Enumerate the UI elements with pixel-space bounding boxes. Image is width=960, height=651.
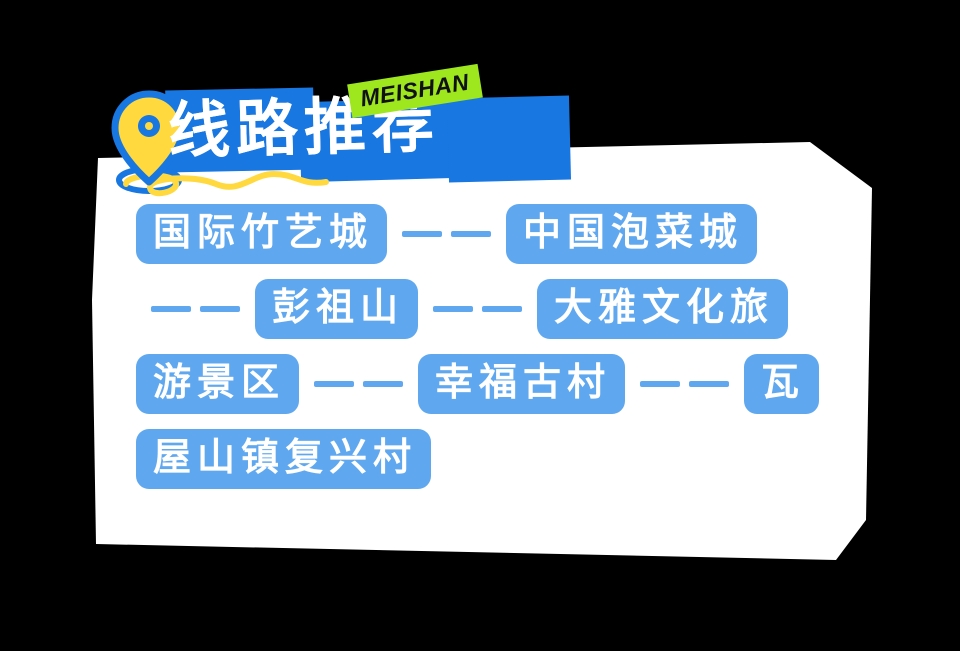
connector-dash — [482, 305, 523, 312]
route-stop-pill[interactable]: 大雅文化旅 — [537, 278, 789, 339]
route-stop-pill[interactable]: 屋山镇复兴村 — [136, 428, 432, 489]
connector-dash — [433, 305, 474, 312]
route-stop-pill[interactable]: 幸福古村 — [418, 353, 626, 414]
route-stop-pill[interactable]: 瓦 — [744, 353, 820, 414]
route-stop-pill[interactable]: 游景区 — [136, 353, 300, 414]
route-connector-dashes — [314, 380, 404, 387]
route-list: 国际竹艺城 中国泡菜城彭祖山 大雅文化旅游景区 幸福古村 瓦屋山镇复兴村 — [0, 196, 960, 496]
connector-dash — [200, 305, 240, 312]
header: 线路推荐 MEISHAN — [0, 0, 960, 210]
title-backdrop-block-3 — [446, 95, 572, 183]
route-row: 国际竹艺城 中国泡菜城 — [0, 196, 960, 271]
route-connector-dashes — [433, 305, 523, 312]
connector-dash — [689, 380, 730, 387]
map-pin-and-squiggle — [111, 90, 329, 197]
route-row: 游景区 幸福古村 瓦 — [0, 346, 960, 421]
route-stop-pill[interactable]: 彭祖山 — [255, 278, 419, 339]
route-connector-dashes — [402, 230, 492, 237]
connector-dash — [151, 305, 191, 312]
connector-dash — [363, 380, 404, 387]
connector-dash — [402, 230, 443, 237]
route-stop-pill[interactable]: 中国泡菜城 — [506, 203, 758, 264]
route-row: 彭祖山 大雅文化旅 — [0, 271, 960, 346]
route-connector-dashes — [640, 380, 730, 387]
map-pin-icon — [111, 90, 187, 186]
connector-dash — [451, 230, 492, 237]
connector-dash — [640, 380, 681, 387]
route-stop-pill[interactable]: 国际竹艺城 — [136, 203, 388, 264]
route-connector-dashes — [151, 305, 240, 312]
route-row: 屋山镇复兴村 — [0, 421, 960, 496]
connector-dash — [314, 380, 355, 387]
squiggle-line-icon — [123, 170, 329, 197]
